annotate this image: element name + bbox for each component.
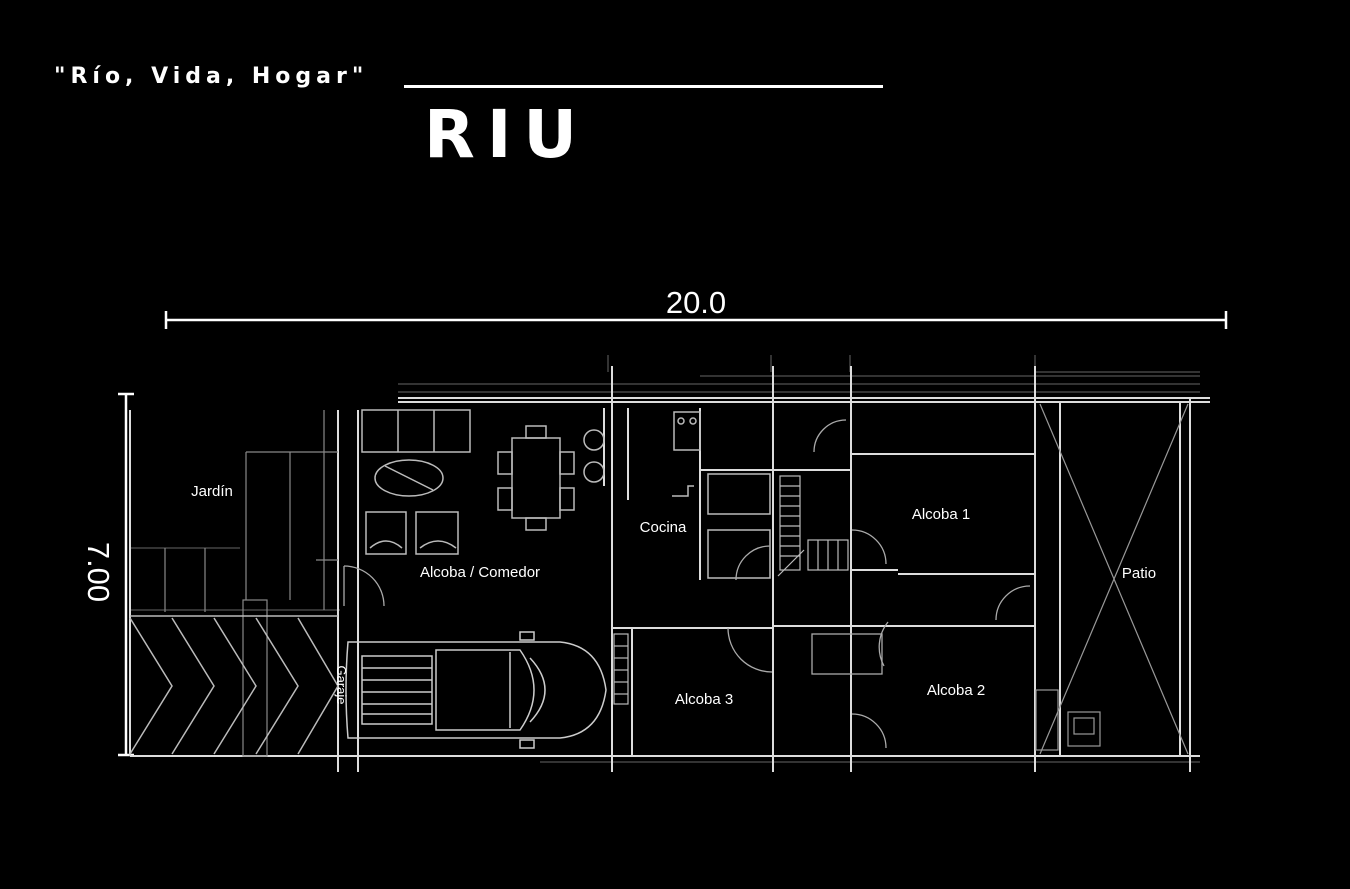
room-label-alcoba-comedor: Alcoba / Comedor <box>420 564 540 581</box>
driveway-chevrons <box>129 615 339 755</box>
construction-lines <box>130 355 1200 763</box>
tagline: "Río, Vida, Hogar" <box>54 64 369 89</box>
width-dimension <box>164 311 1228 329</box>
patio-markings <box>1035 403 1189 755</box>
door-swings <box>343 419 1031 749</box>
kitchen-fixtures <box>672 411 771 579</box>
living-furniture <box>361 409 471 555</box>
project-title: RIU <box>424 96 589 173</box>
title-rule <box>404 85 883 88</box>
room-label-alcoba3: Alcoba 3 <box>675 691 733 708</box>
stairs <box>613 475 849 705</box>
room-label-cocina: Cocina <box>640 519 687 536</box>
depth-dimension <box>118 392 134 757</box>
room-label-alcoba2: Alcoba 2 <box>927 682 985 699</box>
dining-set <box>497 425 605 531</box>
depth-dimension-label: 7.00 <box>81 542 116 602</box>
room-label-patio: Patio <box>1122 565 1156 582</box>
width-dimension-label: 20.0 <box>666 285 726 320</box>
room-label-alcoba1: Alcoba 1 <box>912 506 970 523</box>
room-label-jardin: Jardín <box>191 483 233 500</box>
room-label-garaje: Garaje <box>334 665 349 704</box>
walls <box>129 366 1210 772</box>
car-icon <box>345 631 607 749</box>
garden-lines <box>164 410 338 757</box>
